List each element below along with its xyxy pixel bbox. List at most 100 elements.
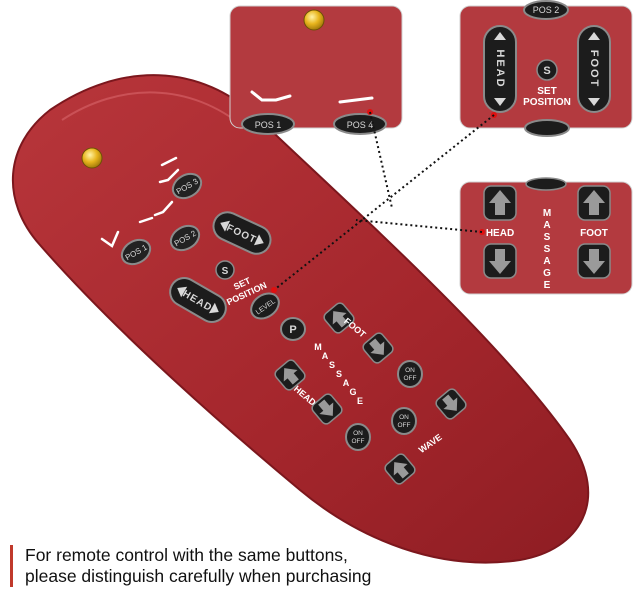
wave-down-button[interactable]: [434, 387, 468, 421]
leader-line-middle-right: [355, 219, 483, 233]
callout-pos-4-button: POS 4: [333, 113, 387, 135]
callout-pos-4-label: POS 4: [347, 120, 374, 130]
foot-up-arrow-icon: [220, 220, 231, 232]
callout-massage-letter: G: [543, 268, 551, 279]
callout-pos-1-button: POS 1: [241, 113, 295, 135]
on-label: ON: [353, 430, 363, 437]
callout-massage-foot-up: [577, 185, 611, 221]
wave-down-arrow-icon: [442, 394, 458, 411]
bed-mark-flat-3: [160, 156, 178, 167]
callout-head-label: HEAD: [494, 49, 506, 88]
bed-mark-raised-3: [158, 168, 180, 184]
callout-massage-letter: S: [544, 232, 551, 243]
on-off-button-head[interactable]: ON OFF: [345, 423, 371, 451]
massage-head-up-arrow-icon: [283, 368, 299, 385]
callout-massage-letter: E: [544, 280, 551, 291]
bed-position-marks: [100, 156, 180, 248]
remote-massage-letter: G: [349, 387, 356, 397]
callout-foot-up-arrow-icon: [583, 190, 605, 215]
set-position-s-label: S: [222, 266, 229, 277]
callout-massage-head-up: [483, 185, 517, 221]
remote-callout-dot: [271, 287, 277, 293]
head-up-arrow-icon: [177, 286, 188, 298]
set-position-button[interactable]: S: [215, 260, 235, 280]
callout-head-rocker: HEAD: [483, 25, 517, 113]
leader-line-top-left: [369, 111, 393, 209]
callout-panel-middle-right: HEAD FOOT M A S S A G E: [459, 177, 633, 295]
remote-massage-word: M A S S A G E: [314, 342, 363, 406]
callout-foot-down-arrow-icon: [583, 249, 605, 274]
head-rocker-button[interactable]: HEAD: [165, 273, 231, 327]
callout-panel-top-left: POS 1 POS 4: [229, 5, 403, 135]
callout-massage-foot-down: [577, 243, 611, 279]
callout-foot-label: FOOT: [588, 50, 600, 89]
callout-massage-letter: A: [543, 220, 550, 231]
callout-panel-top-right: POS 2 HEAD FOOT S SET POSITION: [459, 0, 633, 137]
massage-foot-up-arrow-icon: [332, 311, 348, 328]
bed-mark-raised-1: [100, 230, 120, 248]
remote-massage-letter: A: [322, 351, 329, 361]
remote-body: [11, 74, 590, 564]
pos-3-button[interactable]: POS 3: [169, 169, 206, 203]
on-off-button-wave[interactable]: ON OFF: [391, 407, 417, 435]
caption-line-1: For remote control with the same buttons…: [25, 545, 348, 565]
massage-head-down-button[interactable]: [310, 392, 344, 426]
callout-pos-2-button: POS 2: [523, 0, 569, 20]
bed-mark-raised-2: [153, 200, 174, 217]
callout-leader-lines: [273, 111, 495, 291]
callout-pos-1-label: POS 1: [255, 120, 282, 130]
callout-button-partial: [525, 177, 567, 191]
on-label: ON: [399, 414, 409, 421]
remote-massage-letter: A: [343, 378, 350, 388]
leader-line-top-right: [273, 114, 495, 291]
massage-foot-down-button[interactable]: [361, 331, 395, 365]
caption-line-2: please distinguish carefully when purcha…: [25, 566, 372, 586]
foot-down-arrow-icon: [253, 234, 264, 246]
callout-set-label: SET: [537, 86, 556, 97]
p-button[interactable]: P: [280, 317, 306, 341]
massage-head-down-arrow-icon: [318, 399, 334, 416]
callout-foot-up-arrow-icon: [588, 32, 600, 40]
callout-massage-letter: A: [543, 256, 550, 267]
off-label: OFF: [352, 438, 365, 445]
callout-massage-letter: M: [543, 208, 551, 219]
on-off-button-foot[interactable]: ON OFF: [397, 360, 423, 388]
p-label: P: [289, 324, 296, 336]
callout-head-up-arrow-icon: [489, 190, 511, 215]
callout-foot-down-arrow-icon: [588, 98, 600, 106]
off-label: OFF: [404, 375, 417, 382]
callout-massage-word: M A S S A G E: [543, 208, 551, 291]
on-label: ON: [405, 367, 415, 374]
pos-2-button[interactable]: POS 2: [167, 221, 204, 255]
callout-position-label: POSITION: [523, 97, 571, 108]
caption-note: For remote control with the same buttons…: [10, 545, 630, 587]
callout-foot-rocker: FOOT: [577, 25, 611, 113]
callout-head-up-arrow-icon: [494, 32, 506, 40]
pos-1-button[interactable]: POS 1: [118, 235, 155, 269]
callout-head-down-arrow-icon: [489, 249, 511, 274]
massage-head-up-button[interactable]: [273, 358, 307, 392]
callout-led-icon: [303, 9, 325, 31]
callout-bed-mark-flat: [338, 96, 374, 104]
callout-foot-label: FOOT: [580, 228, 608, 239]
massage-foot-down-arrow-icon: [369, 338, 385, 355]
callout-pos-2-label: POS 2: [533, 5, 560, 15]
remote-massage-letter: S: [329, 360, 335, 370]
wave-up-arrow-icon: [393, 462, 409, 479]
bed-mark-flat-2: [138, 216, 154, 224]
callout-s-label: S: [543, 65, 550, 77]
callout-head-down-arrow-icon: [494, 98, 506, 106]
callout-head-label: HEAD: [486, 228, 514, 239]
wave-up-button[interactable]: [383, 452, 417, 486]
callout-massage-letter: S: [544, 244, 551, 255]
callout-massage-head-down: [483, 243, 517, 279]
off-label: OFF: [398, 422, 411, 429]
massage-foot-up-button[interactable]: [322, 301, 356, 335]
remote-massage-letter: M: [314, 342, 322, 352]
foot-rocker-button[interactable]: FOOT: [209, 208, 275, 259]
level-button[interactable]: LEVEL: [246, 288, 283, 323]
head-down-arrow-icon: [208, 302, 219, 314]
callout-level-button-partial: [524, 119, 570, 137]
callout-s-button: S: [536, 59, 558, 81]
